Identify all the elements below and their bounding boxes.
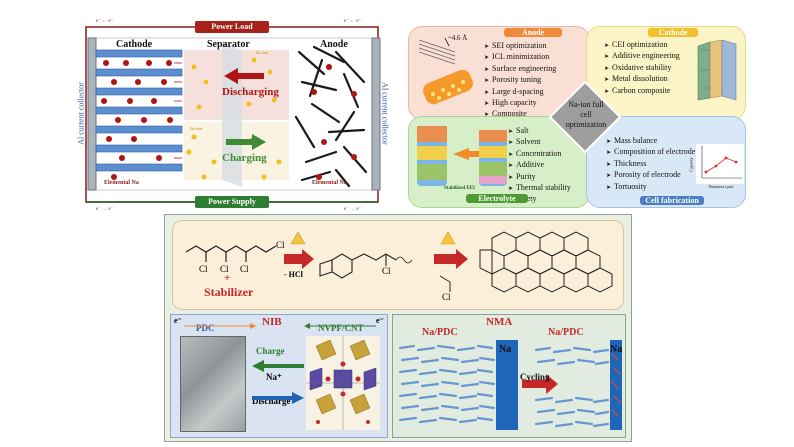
separator-label: Separator (207, 39, 250, 50)
nib-charge-label: Charge (256, 346, 285, 356)
electrolyte-panel-title: Electrolyte (466, 194, 528, 203)
synthesis-stabilizer: Stabilizer (204, 285, 254, 299)
svg-text:e⁻ → e⁻: e⁻ → e⁻ (96, 207, 114, 212)
nma-illustration (396, 340, 624, 434)
elemental-na-left: Elemental Na (104, 180, 139, 186)
list-item: Purity (508, 172, 571, 183)
synthesis-plus: + (224, 272, 231, 284)
list-item: Oxidative stability (604, 63, 680, 74)
fabrication-item-list: Mass balance Composition of electrode Th… (606, 136, 695, 193)
anode-label: Anode (320, 39, 348, 50)
list-item: Porosity of electrode (606, 170, 695, 181)
fabrication-mini-plot (696, 144, 744, 184)
fabrication-x-axis-label: Thickness (µm) (708, 184, 734, 189)
list-item: Composite (484, 109, 556, 120)
charging-label: Charging (222, 152, 267, 164)
cathode-label: Cathode (116, 39, 153, 50)
nma-title: NMA (486, 316, 513, 328)
list-item: SEI optimization (484, 41, 556, 52)
synthesis-cl-1: Cl (199, 264, 208, 274)
nib-nvpf-label: NVPF/CNT (318, 323, 364, 333)
electrolyte-illustration (413, 120, 509, 194)
synthesis-panel (172, 220, 624, 310)
svg-text:e⁻ → e⁻: e⁻ → e⁻ (344, 207, 362, 212)
nib-electron-arrows (180, 318, 380, 329)
power-load-label: Power Load (195, 21, 269, 33)
list-item: Metal dissolution (604, 74, 680, 85)
list-item: Salt (508, 126, 571, 137)
list-item: Thermal stability (508, 183, 571, 194)
nib-e-left: e⁻ (174, 316, 182, 325)
list-item: Surface engineering (484, 64, 556, 75)
elemental-na-right: Elemental Na (312, 180, 347, 186)
synthesis-scheme (172, 220, 624, 310)
synthesis-cl-3: Cl (240, 264, 249, 274)
nib-arrows (248, 358, 308, 408)
battery-schematic: e⁻ ← e⁻ e⁻ ← e⁻ e⁻ → e⁻ e⁻ → e⁻ Power Load… (74, 12, 392, 212)
na-ions-label-2: Na ions (190, 126, 203, 131)
list-item: ICL minimization (484, 52, 556, 63)
nib-e-right: e⁻ (376, 316, 384, 325)
list-item: Additive engineering (604, 51, 680, 62)
synthesis-hcl: - HCl (284, 270, 303, 279)
discharging-label: Discharging (222, 86, 279, 98)
fabrication-panel-title: Cell fabrication (640, 196, 704, 205)
list-item: Mass balance (606, 136, 695, 147)
power-supply-label: Power Supply (195, 196, 269, 208)
svg-text:e⁻ ← e⁻: e⁻ ← e⁻ (344, 19, 362, 24)
list-item: High capacity (484, 98, 556, 109)
nib-title: NIB (262, 316, 282, 328)
nib-pdc-label: PDC (196, 323, 215, 333)
list-item: Concentration (508, 149, 571, 160)
list-item: CEI optimization (604, 40, 680, 51)
anode-spacing-label: ~4.6 Å (448, 34, 468, 42)
nma-cycling-label: Cycling (520, 372, 550, 382)
electrolyte-sei-label: Stabilized EEI (444, 186, 475, 191)
anode-item-list: SEI optimization ICL minimization Surfac… (484, 41, 556, 121)
cathode-film-illustration (696, 39, 742, 102)
collector-left-label: Al current collector (76, 82, 86, 145)
na-ions-label-1: Na ions (256, 50, 269, 55)
center-diamond (548, 80, 622, 154)
list-item: Carbon composite (604, 86, 680, 97)
nib-sem-image (180, 336, 246, 432)
nma-na-right: Na (610, 344, 623, 355)
cathode-panel-title: Cathode (648, 28, 698, 37)
synthesis-cl-5: Cl (382, 266, 391, 276)
svg-text:e⁻ ← e⁻: e⁻ ← e⁻ (96, 19, 114, 24)
synthesis-cl-6: Cl (442, 292, 451, 302)
list-item: Tortuosity (606, 182, 695, 193)
nma-left-label: Na/PDC (422, 327, 458, 338)
anode-graphite-illustration (415, 34, 477, 114)
nib-crystal-structure (306, 336, 380, 430)
nma-right-label: Na/PDC (548, 327, 584, 338)
cathode-item-list: CEI optimization Additive engineering Ox… (604, 40, 680, 97)
list-item: Solvent (508, 137, 571, 148)
battery-svg: e⁻ ← e⁻ e⁻ ← e⁻ e⁻ → e⁻ e⁻ → e⁻ (85, 19, 381, 212)
center-label: Na-ion full cell optimization (565, 100, 607, 129)
fabrication-y-axis-label: Capacity (688, 157, 694, 172)
collector-right-label: Al current collector (380, 82, 390, 145)
list-item: Thickness (606, 159, 695, 170)
anode-panel-title: Anode (504, 28, 562, 37)
synthesis-cl-2: Cl (220, 264, 229, 274)
list-item: Large d-spacing (484, 87, 556, 98)
nib-discharge-label: Discharge (252, 396, 291, 406)
synthesis-cl-4: Cl (276, 240, 285, 250)
nib-na-label: Na⁺ (266, 372, 282, 382)
list-item: Composition of electrode (606, 147, 695, 158)
nma-na-left: Na (499, 344, 512, 355)
list-item: Porosity tuning (484, 75, 556, 86)
list-item: Additive (508, 160, 571, 171)
